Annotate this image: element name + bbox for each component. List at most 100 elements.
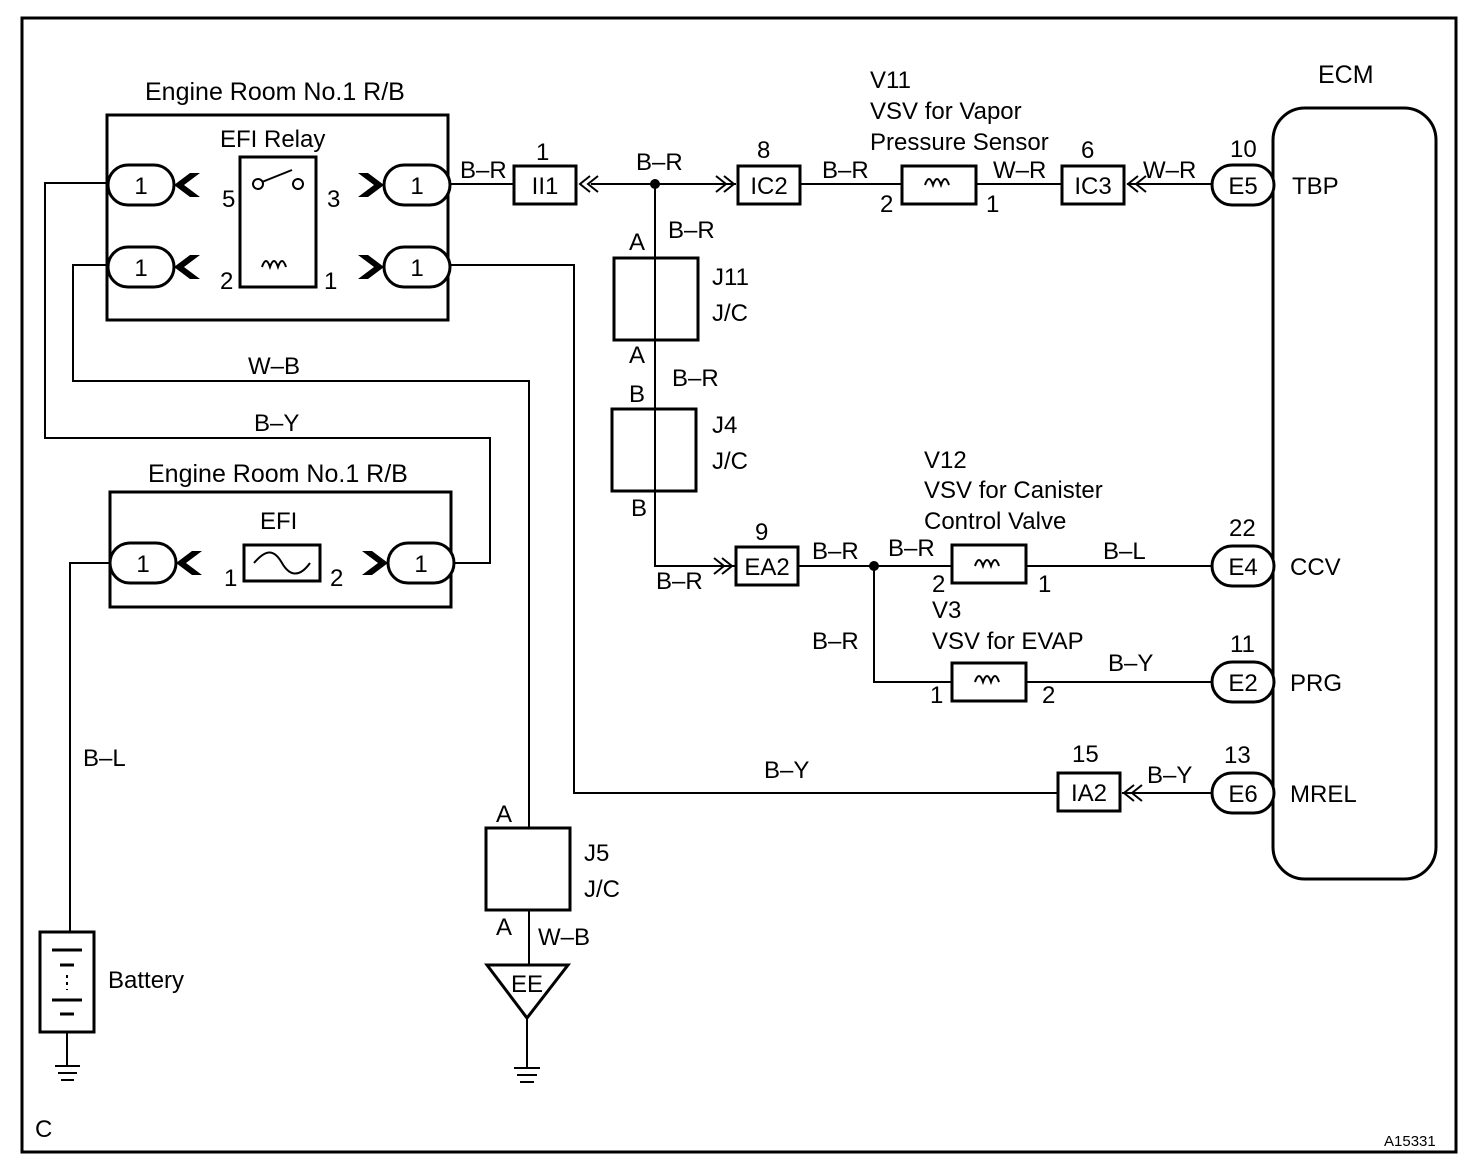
relay-switch-contact-right <box>292 178 304 190</box>
ic2-label: IC2 <box>750 173 787 200</box>
wire-label-wr-e5: W–R <box>1143 157 1196 184</box>
relay-pin-top-left-label: 1 <box>134 173 147 200</box>
fuse-block-title: Engine Room No.1 R/B <box>148 460 408 488</box>
relay-pin2-label: 2 <box>220 268 233 295</box>
relay-pin1-label: 1 <box>324 268 337 295</box>
ea2-label: EA2 <box>744 554 789 581</box>
v3-pin-b: 2 <box>1042 682 1055 709</box>
v3-box <box>950 661 1028 703</box>
j11-name: J11 <box>712 264 749 291</box>
wire-label-br-j4-top: B–R <box>672 365 719 392</box>
vsv-v12: V12 VSV for Canister Control Valve 2 1 <box>924 447 1103 598</box>
relay-pin-top-right-label: 1 <box>410 173 423 200</box>
ecm-e4-connector <box>1210 544 1276 588</box>
junction-j4: B J4 J/C B <box>610 381 748 522</box>
wire-label-bl-battery: B–L <box>83 745 126 772</box>
battery-label: Battery <box>108 967 184 994</box>
ecm-e5-connector <box>1210 163 1276 207</box>
v11-pin-b: 1 <box>986 191 999 218</box>
fuse-chevron-right-icon <box>362 551 388 575</box>
j5-box <box>484 826 572 912</box>
ic3-connector-icon <box>1126 175 1147 193</box>
ecm-e2-label: E2 <box>1228 670 1257 697</box>
page-letter: C <box>35 1116 52 1143</box>
wire-label-wb-ground: W–B <box>538 924 590 951</box>
j5-type: J/C <box>584 876 620 903</box>
ic2-box <box>736 164 802 206</box>
wire-label-br-splice: B–R <box>636 149 683 176</box>
j4-pin-bottom: B <box>631 495 647 522</box>
ii1-label: II1 <box>532 173 559 200</box>
wire-br-branch-to-v3 <box>873 566 952 683</box>
junction-j5: A J5 J/C A <box>484 801 620 941</box>
j4-pin-top: B <box>629 381 645 408</box>
wire-label-br-v12-in: B–R <box>888 535 935 562</box>
efi-fuse-body <box>242 543 322 583</box>
splice-br-lower <box>869 561 879 571</box>
diagram-frame <box>20 16 1458 1154</box>
ecm-e5-label: E5 <box>1228 173 1257 200</box>
ia2-box <box>1056 771 1122 813</box>
ea2-box <box>734 545 800 587</box>
wire-label-by-loop: B–Y <box>254 410 299 437</box>
ia2-label: IA2 <box>1071 780 1107 807</box>
j5-pin-bottom: A <box>496 914 512 941</box>
relay-switch-contact-left <box>252 178 264 190</box>
wire-label-br-ea2-in: B–R <box>656 568 703 595</box>
j4-type: J/C <box>712 448 748 475</box>
ii1-box <box>512 164 578 206</box>
ecm-tbp-signal: TBP <box>1292 173 1339 200</box>
j11-pin-top: A <box>629 229 645 256</box>
connector-ic3: 6 IC3 <box>1060 137 1147 206</box>
v12-coil-icon <box>974 559 1000 570</box>
wire-label-by-ia2: B–Y <box>764 757 809 784</box>
ecm-e6-connector <box>1210 771 1276 815</box>
relay-coil-icon <box>261 260 287 271</box>
connector-ia2: 15 IA2 <box>1056 741 1143 813</box>
relay-block-title: Engine Room No.1 R/B <box>145 78 405 106</box>
ground-ee: EE <box>483 963 572 1083</box>
ii1-connector-icon <box>578 175 599 193</box>
junction-j11: A J11 J/C A <box>612 229 749 369</box>
wire-wb-relay-to-j5 <box>72 264 530 828</box>
fuse-chevron-left-icon <box>176 551 202 575</box>
wire-label-bl-e4: B–L <box>1103 538 1146 565</box>
fuse-pin-right-label: 1 <box>414 551 427 578</box>
relay-pin3-label: 3 <box>327 186 340 213</box>
ecm-mrel-signal: MREL <box>1290 781 1357 808</box>
ecm-e6-pin: 13 <box>1224 742 1251 769</box>
efi-relay-label: EFI Relay <box>220 126 325 153</box>
wire-by-loop <box>44 182 491 564</box>
efi-fuse-label: EFI <box>260 508 297 535</box>
v3-coil-icon <box>974 675 1000 686</box>
ecm-e2-connector <box>1210 660 1276 704</box>
wire-label-br-branch: B–R <box>812 628 859 655</box>
vsv-v11: V11 VSV for Vapor Pressure Sensor 2 1 <box>870 67 1049 218</box>
relay-pin5-label: 5 <box>222 186 235 213</box>
relay-chevron-top-left-icon <box>174 173 200 197</box>
v11-desc-line2: Pressure Sensor <box>870 129 1049 156</box>
ia2-pin-label: 15 <box>1072 741 1099 768</box>
wire-label-br-relay: B–R <box>460 157 507 184</box>
j11-box <box>612 256 700 342</box>
relay-chevron-bottom-left-icon <box>174 255 200 279</box>
fuse-pin-left-label: 1 <box>136 551 149 578</box>
connector-ic2: 8 IC2 <box>715 137 802 206</box>
figure-code: A15331 <box>1384 1133 1436 1150</box>
ecm: ECM 10 E5 TBP 22 E4 CCV 11 E2 PRG 13 E6 … <box>1210 61 1438 881</box>
ground-ee-triangle-icon <box>483 963 572 1021</box>
relay-pin-bottom-right-label: 1 <box>410 255 423 282</box>
ecm-e4-pin: 22 <box>1229 515 1256 542</box>
ea2-connector-icon <box>713 557 734 575</box>
v11-code: V11 <box>870 67 911 94</box>
wire-label-wr-v11-out: W–R <box>993 157 1046 184</box>
v12-desc-line2: Control Valve <box>924 508 1066 535</box>
relay-switch-arm <box>261 169 293 183</box>
j4-name: J4 <box>712 412 737 439</box>
ecm-e4-label: E4 <box>1228 554 1257 581</box>
ea2-pin-label: 9 <box>755 519 768 546</box>
v3-code: V3 <box>932 597 961 624</box>
splice-br-upper <box>650 179 660 189</box>
vsv-v3: V3 VSV for EVAP 1 2 <box>930 597 1084 709</box>
ecm-e6-label: E6 <box>1228 781 1257 808</box>
